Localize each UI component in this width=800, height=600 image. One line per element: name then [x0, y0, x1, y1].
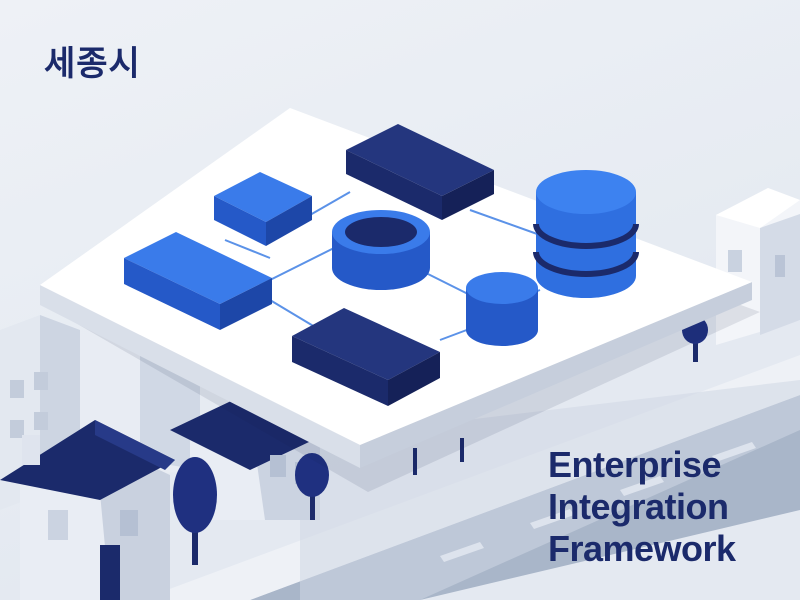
block-blue-small [214, 172, 312, 246]
headline-title: Enterprise Integration Framework [548, 444, 788, 570]
block-navy-bottom [292, 308, 440, 406]
tree [295, 453, 329, 520]
city-label: 세종시 [44, 44, 141, 84]
database-icon [533, 170, 639, 298]
headline-line: Integration [548, 486, 729, 527]
small-cylinder [466, 272, 538, 346]
headline-line: Enterprise [548, 444, 722, 485]
block-blue-large [124, 232, 272, 330]
tree [173, 457, 217, 565]
ring-cylinder [332, 210, 430, 290]
house-large [0, 420, 175, 600]
block-navy-top [346, 124, 494, 220]
headline-line: Framework [548, 528, 736, 569]
platform-support [413, 438, 464, 475]
